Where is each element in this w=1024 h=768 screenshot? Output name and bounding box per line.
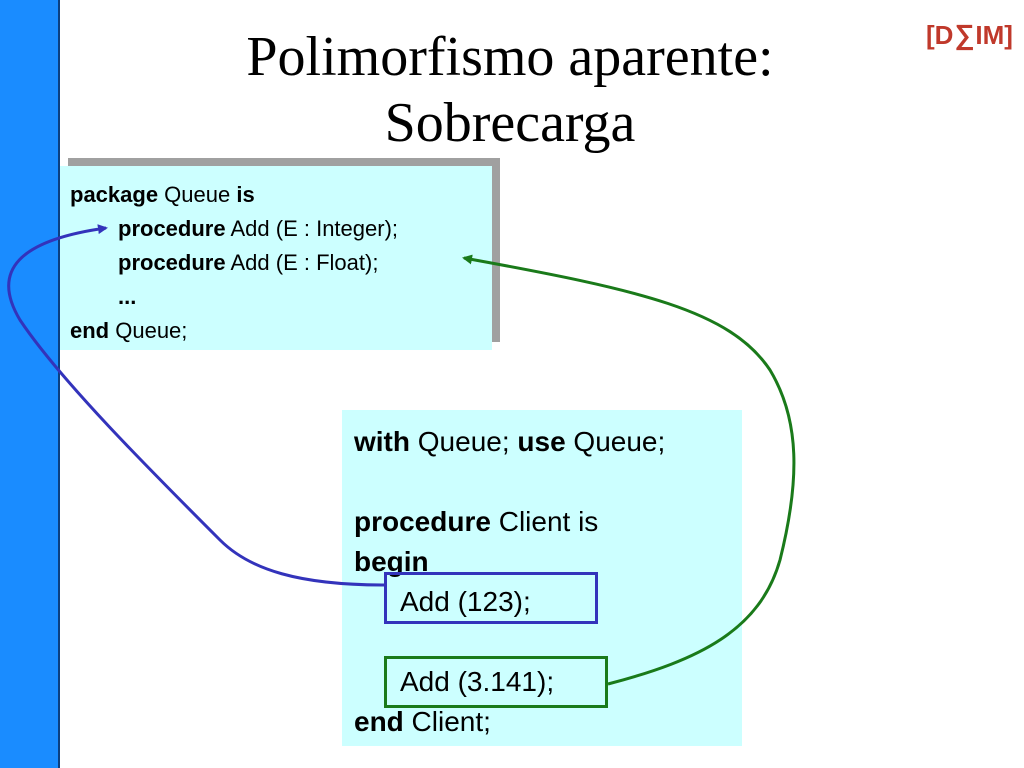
- title-line-1: Polimorfismo aparente:: [246, 26, 774, 88]
- logo-sigma-icon: ∑: [954, 19, 975, 50]
- package-line-4: ...: [118, 284, 137, 309]
- title-line-2: Sobrecarga: [384, 92, 636, 154]
- client-line-blank-1: [354, 462, 742, 502]
- client-line-1: with Queue; use Queue;: [354, 426, 666, 457]
- slide-title: Polimorfismo aparente: Sobrecarga: [130, 24, 890, 156]
- logo-left-text: [D: [926, 19, 954, 50]
- left-accent-bar: [0, 0, 60, 768]
- package-line-3: procedure Add (E : Float);: [118, 250, 379, 275]
- client-line-3: procedure Client is: [354, 506, 599, 537]
- client-line-8: end Client;: [354, 706, 491, 737]
- package-line-5: end Queue;: [70, 318, 188, 343]
- integer-call-highlight: [384, 572, 598, 624]
- package-line-2: procedure Add (E : Integer);: [118, 216, 399, 241]
- logo-right-text: IM]: [975, 19, 1013, 50]
- float-call-highlight: [384, 656, 608, 708]
- dsim-logo: [D∑IM]: [926, 18, 1013, 52]
- package-line-1: package Queue is: [70, 182, 255, 207]
- package-code-box: package Queue is procedure Add (E : Inte…: [60, 166, 492, 350]
